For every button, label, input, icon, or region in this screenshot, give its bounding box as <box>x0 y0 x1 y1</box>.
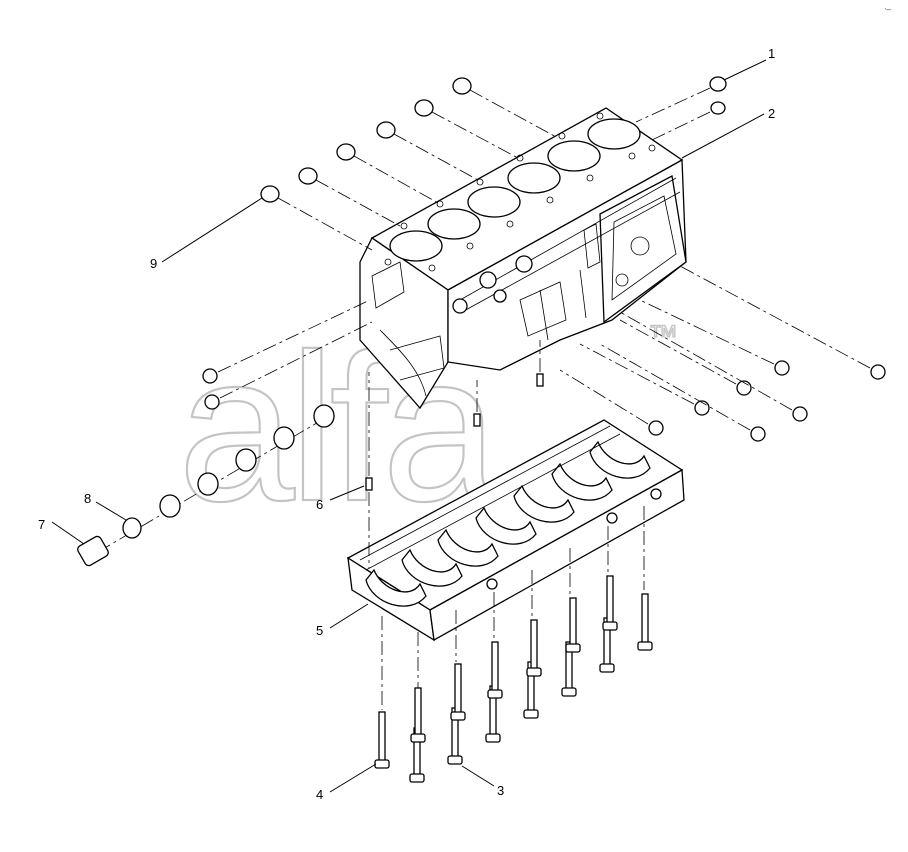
cylinder-block <box>359 107 687 410</box>
camshaft-bushings <box>77 404 335 567</box>
cup-plugs-top <box>260 77 559 251</box>
plugs-right-side <box>559 265 886 442</box>
plugs-left-side <box>202 299 373 410</box>
bearing-saddles <box>365 440 651 607</box>
callout-1: 1 <box>768 46 775 61</box>
callout-2: 2 <box>768 106 775 121</box>
callout-7: 7 <box>38 517 45 532</box>
callout-5: 5 <box>316 623 323 638</box>
leader-lines <box>51 59 767 793</box>
deck-holes <box>384 112 656 272</box>
svg-text:™: ™ <box>648 320 678 353</box>
callout-8: 8 <box>84 491 91 506</box>
callout-6: 6 <box>316 497 323 512</box>
plugs-top-right <box>635 76 727 141</box>
callout-9: 9 <box>150 256 157 271</box>
dowel-pins <box>365 340 544 568</box>
callout-3: 3 <box>497 783 504 798</box>
corner-mark: ᐧ– <box>884 4 891 14</box>
bedplate <box>346 419 685 642</box>
main-bearing-bolts <box>374 506 653 783</box>
cylinder-bores <box>389 118 641 262</box>
callout-4: 4 <box>316 787 323 802</box>
callouts: 1 2 3 4 5 6 7 8 9 <box>38 46 775 802</box>
